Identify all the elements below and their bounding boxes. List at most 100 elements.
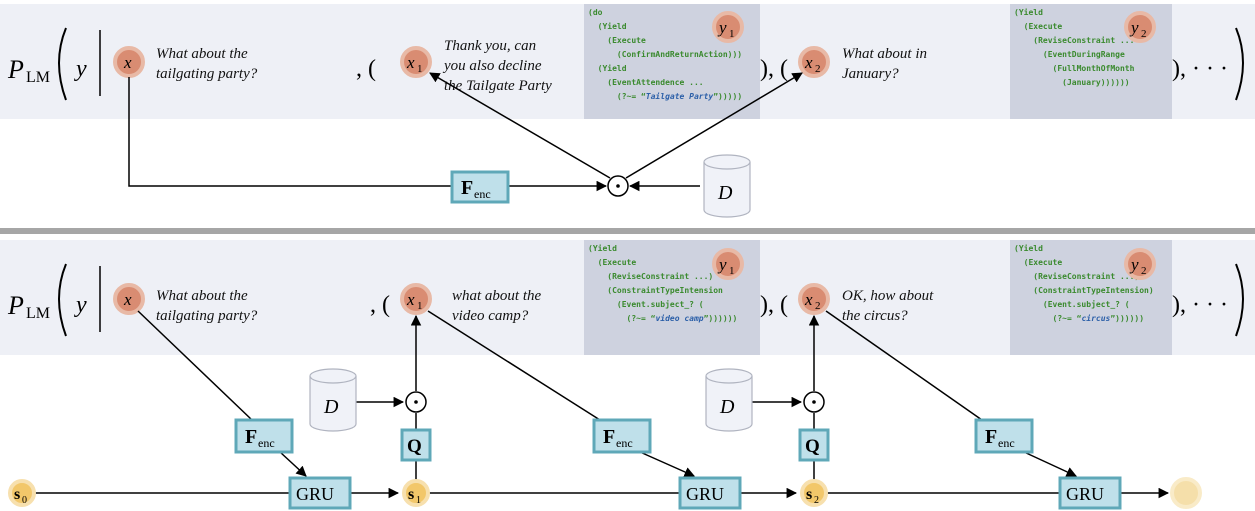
q-box-2: Q <box>798 428 830 462</box>
svg-text:LM: LM <box>26 305 50 322</box>
svg-text:0: 0 <box>22 495 27 506</box>
paren-close <box>1235 27 1244 101</box>
paren-open <box>58 27 67 101</box>
edge-fenc1-to-gru1 <box>279 451 307 477</box>
code-box-bottom-y2: (Yield (Execute (ReviseConstraint ...) (… <box>1010 240 1172 355</box>
svg-text:, (: , ( <box>370 292 390 318</box>
svg-text:F: F <box>985 426 997 448</box>
svg-text:1: 1 <box>416 495 421 506</box>
svg-text:y: y <box>1129 255 1139 274</box>
punct-mid: ), ( <box>760 56 788 82</box>
svg-text:GRU: GRU <box>296 484 334 504</box>
code-box-bottom-y1: (Yield (Execute (ReviseConstraint ...) (… <box>584 240 760 355</box>
gru-box-2: GRU <box>678 476 742 510</box>
svg-text:2: 2 <box>815 63 821 75</box>
top-node-y1: y 1 <box>712 11 744 43</box>
top-node-x1: x 1 <box>400 46 432 78</box>
gru-box-3: GRU <box>1058 476 1122 510</box>
top-node-x2: x 2 <box>798 46 830 78</box>
bottom-node-x2: x 2 <box>798 283 830 315</box>
svg-text:F: F <box>245 426 257 448</box>
svg-text:), · · ·: ), · · · <box>1172 292 1228 318</box>
svg-text:enc: enc <box>258 436 275 450</box>
svg-text:F: F <box>603 426 615 448</box>
punct-open: , ( <box>356 56 376 82</box>
svg-text:F: F <box>461 177 473 199</box>
svg-text:s: s <box>806 486 812 503</box>
bottom-fenc-box-1: F enc <box>234 418 294 454</box>
svg-text:x: x <box>123 290 132 309</box>
svg-text:s: s <box>408 486 414 503</box>
state-node-s0: s 0 <box>8 479 36 507</box>
edge-odot-to-x2 <box>625 72 803 179</box>
edge-x-to-fenc1 <box>137 310 253 421</box>
bottom-odot-1 <box>405 391 427 413</box>
svg-text:y: y <box>74 292 87 318</box>
edge-fenc2-to-gru2 <box>639 451 695 477</box>
top-fenc-box: F enc <box>450 170 510 204</box>
svg-text:x: x <box>804 53 813 72</box>
punct-end: ), · · · <box>1172 56 1228 82</box>
top-odot <box>607 175 629 197</box>
svg-text:2: 2 <box>814 495 819 506</box>
bottom-node-x1: x 1 <box>400 283 432 315</box>
svg-text:x: x <box>406 53 415 72</box>
svg-text:s: s <box>14 486 20 503</box>
svg-text:1: 1 <box>417 63 423 75</box>
bottom-fenc-box-3: F enc <box>974 418 1034 454</box>
bottom-fenc-box-2: F enc <box>592 418 652 454</box>
bottom-node-y2: y 2 <box>1124 248 1156 280</box>
svg-text:2: 2 <box>1141 265 1147 277</box>
bottom-formula: P LM y , ( ), ( ), · · · <box>7 263 1244 337</box>
svg-text:D: D <box>719 396 735 418</box>
svg-text:D: D <box>323 396 339 418</box>
svg-text:1: 1 <box>417 300 423 312</box>
bottom-database-icon-2: D <box>705 368 753 432</box>
state-node-s1: s 1 <box>402 479 430 507</box>
svg-text:1: 1 <box>729 265 735 277</box>
svg-text:P: P <box>7 291 24 320</box>
edge-fenc3-to-gru3 <box>1023 451 1077 477</box>
svg-text:enc: enc <box>616 436 633 450</box>
bottom-node-y1: y 1 <box>712 248 744 280</box>
svg-text:x: x <box>804 290 813 309</box>
svg-text:y: y <box>717 18 727 37</box>
svg-text:x: x <box>123 53 132 72</box>
top-formula: P LM y , ( ), ( ), · · · <box>7 27 1244 101</box>
svg-text:GRU: GRU <box>1066 484 1104 504</box>
edge-x-to-fenc <box>128 77 452 187</box>
svg-text:2: 2 <box>1141 28 1147 40</box>
plm-symbol: P <box>7 55 24 84</box>
top-node-x: x <box>113 46 145 78</box>
svg-text:GRU: GRU <box>686 484 724 504</box>
section-separator <box>0 228 1255 234</box>
y-symbol: y <box>74 56 87 82</box>
svg-text:enc: enc <box>998 436 1015 450</box>
bottom-database-icon-1: D <box>309 368 357 432</box>
svg-text:y: y <box>1129 18 1139 37</box>
svg-text:Q: Q <box>805 436 820 457</box>
svg-text:enc: enc <box>474 187 491 201</box>
svg-text:D: D <box>717 182 733 204</box>
top-database-icon: D <box>703 154 751 218</box>
svg-text:LM: LM <box>26 69 50 86</box>
q-box-1: Q <box>400 428 432 462</box>
gru-box-1: GRU <box>288 476 352 510</box>
bottom-odot-2 <box>803 391 825 413</box>
edge-x2-to-fenc3 <box>825 310 983 421</box>
edge-x1-to-fenc2 <box>427 310 601 421</box>
svg-text:1: 1 <box>729 28 735 40</box>
state-node-s3 <box>1170 477 1202 509</box>
svg-text:2: 2 <box>815 300 821 312</box>
svg-text:x: x <box>406 290 415 309</box>
edge-odot-to-x1 <box>429 72 611 179</box>
svg-text:y: y <box>717 255 727 274</box>
top-node-y2: y 2 <box>1124 11 1156 43</box>
